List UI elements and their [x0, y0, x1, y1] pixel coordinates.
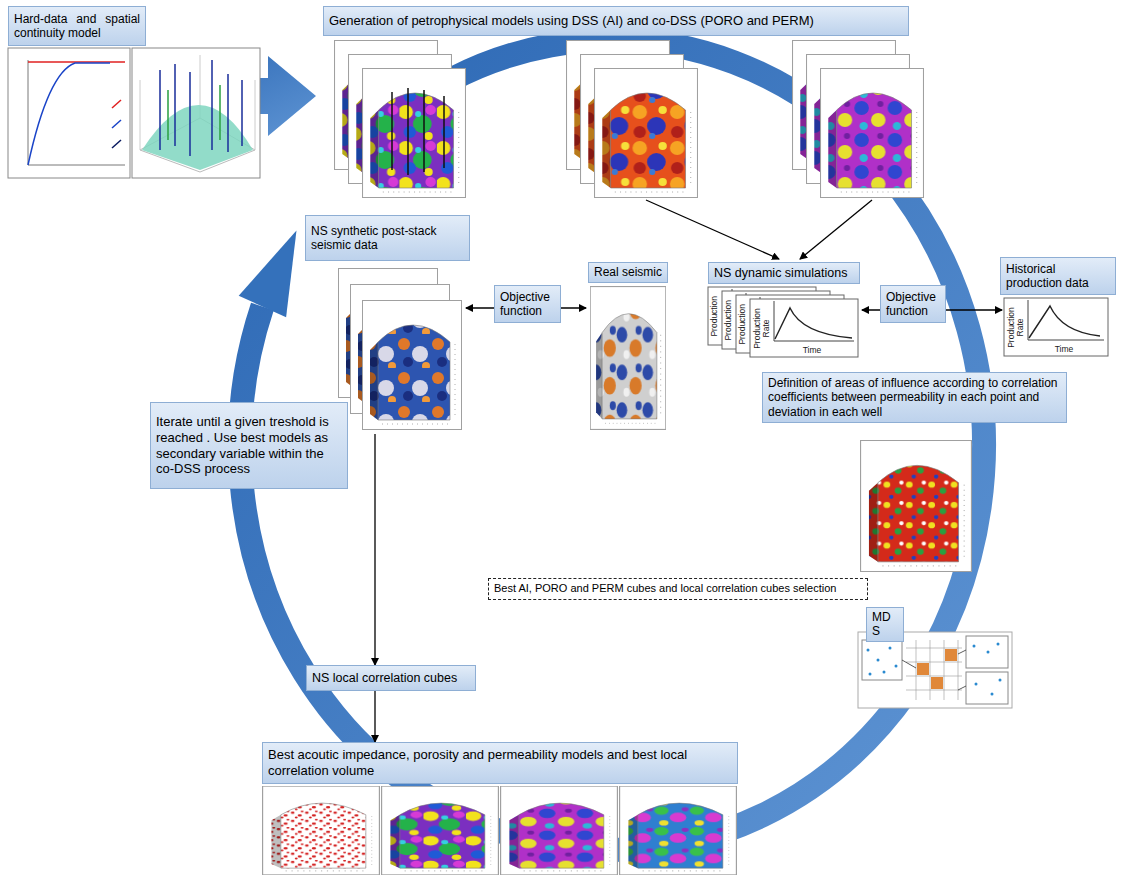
- axis-label: Production: [738, 297, 747, 351]
- history-plot: [1004, 298, 1108, 356]
- axis-label: Time: [1044, 345, 1084, 354]
- box-text: Iterate until a given treshold is reache…: [156, 414, 342, 476]
- axis-label: Production Rate: [1007, 302, 1024, 352]
- box-text: NS synthetic post-stack seismic data: [311, 224, 464, 253]
- note-box: Iterate until a given treshold is reache…: [150, 402, 348, 489]
- objective-box: Objective function: [494, 285, 561, 323]
- box-text: Objective function: [500, 290, 555, 319]
- box-text: Real seismic: [594, 265, 662, 279]
- step-box: Definition of areas of influence accordi…: [762, 372, 1067, 423]
- axis-label: Production Rate: [753, 303, 770, 353]
- objective-box: Objective function: [880, 285, 946, 323]
- impedance-model-stack: [567, 41, 698, 198]
- step-box: NS dynamic simulations: [708, 262, 860, 284]
- synthetic-seismic-stack: [339, 269, 462, 430]
- step-box: MDS: [866, 607, 904, 642]
- step-box: Generation of petrophysical models using…: [323, 6, 909, 36]
- well-cube: [132, 48, 260, 178]
- connector-arrow: [374, 691, 375, 742]
- box-text: MDS: [872, 610, 898, 639]
- feed-arrow: [800, 200, 872, 259]
- box-text: Definition of areas of influence accordi…: [768, 376, 1061, 419]
- simulation-plots: [708, 287, 858, 357]
- variogram-plot: [8, 48, 130, 178]
- box-text: Objective function: [886, 290, 940, 319]
- step-box: NS local correlation cubes: [306, 665, 476, 691]
- box-text: Hard-data and spatial continuity model: [14, 12, 140, 41]
- axis-label: Time: [792, 346, 832, 355]
- data-box: Historical production data: [1000, 257, 1116, 295]
- result-box: Best acoutic impedance, porosity and per…: [262, 742, 738, 784]
- data-box: Real seismic: [588, 262, 668, 283]
- influence-cube: [861, 441, 972, 572]
- box-text: Best acoutic impedance, porosity and per…: [268, 747, 732, 778]
- box-text: Best AI, PORO and PERM cubes and local c…: [494, 582, 862, 595]
- connector-arrow: [374, 434, 375, 665]
- loop-arrowhead: [239, 230, 297, 317]
- box-text: NS local correlation cubes: [312, 671, 470, 686]
- loop-arrow: [240, 40, 984, 850]
- feed-arrow: [646, 200, 779, 259]
- data-box: Hard-data and spatial continuity model: [8, 6, 146, 46]
- box-text: Generation of petrophysical models using…: [329, 13, 903, 29]
- box-text: Historical production data: [1006, 262, 1110, 291]
- mds-plot: [858, 632, 1012, 708]
- selection-box: Best AI, PORO and PERM cubes and local c…: [488, 578, 868, 600]
- real-seismic-cube: [590, 287, 665, 430]
- axis-label: Production: [710, 289, 719, 343]
- permeability-model-stack: [793, 41, 924, 198]
- axis-label: Production: [724, 293, 733, 347]
- best-model-cubes: [263, 786, 737, 874]
- porosity-model-stack: [335, 41, 466, 198]
- step-box: NS synthetic post-stack seismic data: [305, 215, 470, 261]
- box-text: NS dynamic simulations: [714, 266, 854, 281]
